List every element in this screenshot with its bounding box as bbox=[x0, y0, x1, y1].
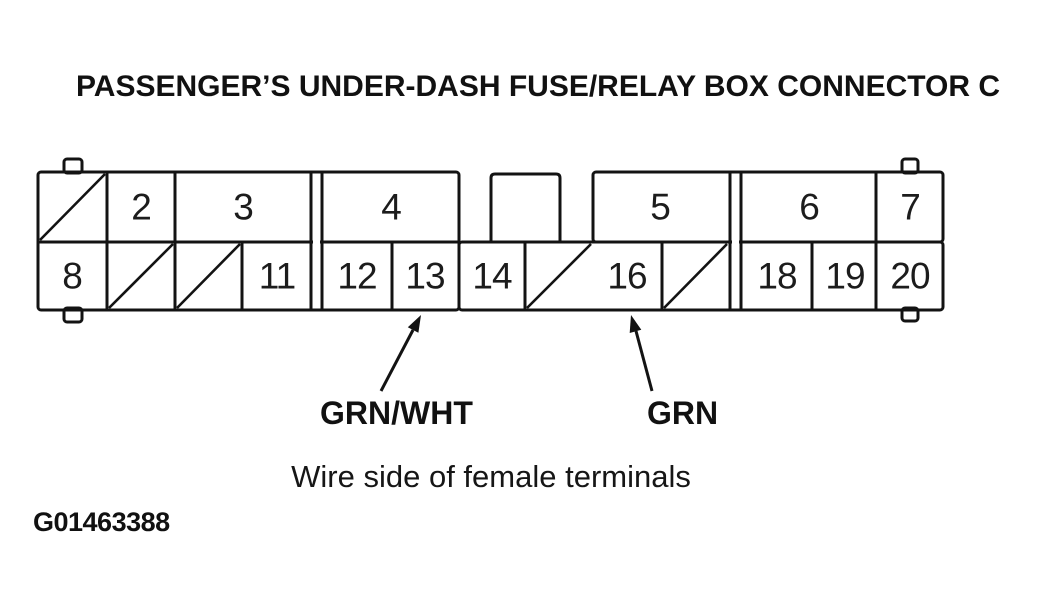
blocked-slash-top-1 bbox=[39, 173, 106, 241]
diagram-title: PASSENGER’S UNDER-DASH FUSE/RELAY BOX CO… bbox=[76, 70, 1001, 103]
terminal-12: 12 bbox=[337, 255, 377, 297]
figure-id: G01463388 bbox=[33, 507, 170, 537]
terminal-19: 19 bbox=[825, 255, 865, 297]
terminal-8: 8 bbox=[62, 255, 83, 297]
keying-bump bbox=[489, 172, 562, 242]
terminal-5: 5 bbox=[650, 186, 671, 228]
connector-outline bbox=[36, 157, 945, 324]
double-wall-right bbox=[728, 172, 743, 310]
terminal-16: 16 bbox=[607, 255, 647, 297]
top-right-block bbox=[591, 170, 945, 244]
terminal-2: 2 bbox=[131, 186, 152, 228]
blocked-cavity-slashes bbox=[39, 173, 728, 309]
grn-arrow bbox=[629, 315, 654, 392]
terminal-20: 20 bbox=[890, 255, 930, 297]
blocked-slash-bottom-2 bbox=[176, 243, 241, 309]
bottom-strip-right bbox=[457, 240, 945, 312]
terminal-6: 6 bbox=[799, 186, 820, 228]
terminal-4: 4 bbox=[381, 186, 402, 228]
terminal-13: 13 bbox=[405, 255, 445, 297]
wire-label-grn-wht: GRN/WHT bbox=[320, 395, 473, 431]
terminal-14: 14 bbox=[472, 255, 512, 297]
caption-wire-side: Wire side of female terminals bbox=[291, 459, 691, 494]
tab-bottom-right bbox=[900, 306, 920, 323]
terminal-18: 18 bbox=[757, 255, 797, 297]
blocked-slash-bottom-3 bbox=[526, 243, 592, 309]
tab-bottom-left bbox=[62, 306, 84, 324]
terminal-11: 11 bbox=[258, 255, 296, 297]
blocked-slash-bottom-1 bbox=[108, 243, 174, 309]
terminal-7: 7 bbox=[900, 186, 921, 228]
wire-label-grn: GRN bbox=[647, 395, 719, 431]
terminal-3: 3 bbox=[233, 186, 254, 228]
double-wall-left bbox=[309, 172, 324, 310]
blocked-slash-bottom-4 bbox=[663, 243, 728, 309]
grn-wht-arrow bbox=[379, 315, 421, 392]
